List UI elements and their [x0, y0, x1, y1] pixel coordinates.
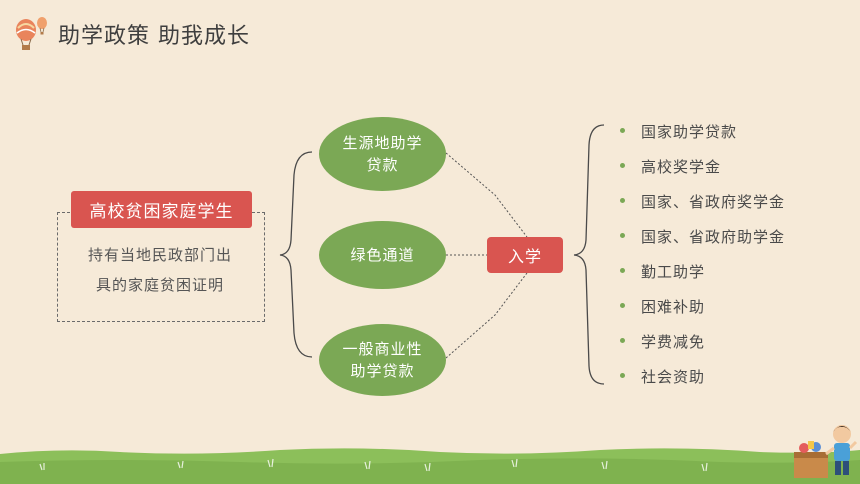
aid-list-item: 国家、省政府助学金	[620, 222, 785, 257]
channel-oval-commercial-loan: 一般商业性 助学贷款	[319, 324, 446, 396]
bullet-icon	[620, 233, 625, 238]
bullet-icon	[620, 128, 625, 133]
channel-1-line-1: 生源地助学	[342, 134, 423, 152]
aid-list-item: 困难补助	[620, 292, 785, 327]
page-title: 助学政策 助我成长	[58, 24, 250, 49]
left-brace	[279, 151, 313, 358]
channel-2-line-1: 绿色通道	[350, 246, 415, 264]
bullet-icon	[620, 373, 625, 378]
bullet-icon	[620, 163, 625, 168]
student-description-line-1: 持有当地民政部门出	[87, 246, 232, 264]
aid-list: 国家助学贷款 高校奖学金 国家、省政府奖学金 国家、省政府助学金 勤工助学 困难…	[620, 117, 785, 397]
right-brace	[573, 124, 605, 385]
channel-1-line-2: 贷款	[366, 156, 399, 174]
channel-3-line-1: 一般商业性	[342, 340, 423, 358]
student-description-line-2: 具的家庭贫困证明	[95, 276, 224, 294]
bullet-icon	[620, 268, 625, 273]
aid-list-item: 高校奖学金	[620, 152, 785, 187]
aid-list-item: 国家助学贷款	[620, 117, 785, 152]
admission-badge: 入学	[487, 237, 563, 273]
aid-list-item: 勤工助学	[620, 257, 785, 292]
student-description: 持有当地民政部门出 具的家庭贫困证明	[70, 240, 250, 300]
aid-list-item: 学费减免	[620, 327, 785, 362]
channel-3-line-2: 助学贷款	[350, 362, 415, 380]
connector-top	[445, 152, 528, 238]
bullet-icon	[620, 198, 625, 203]
bullet-icon	[620, 303, 625, 308]
kid-with-toy-box-illustration	[794, 425, 858, 478]
grass-strip	[0, 448, 860, 484]
hot-air-balloon-icon	[12, 14, 52, 54]
channel-oval-green-channel: 绿色通道	[319, 221, 446, 289]
bullet-icon	[620, 338, 625, 343]
student-title-badge: 高校贫困家庭学生	[71, 191, 252, 228]
connector-bottom	[445, 272, 528, 359]
aid-list-item: 国家、省政府奖学金	[620, 187, 785, 222]
channel-oval-local-loan: 生源地助学 贷款	[319, 117, 446, 191]
aid-list-item: 社会资助	[620, 362, 785, 397]
